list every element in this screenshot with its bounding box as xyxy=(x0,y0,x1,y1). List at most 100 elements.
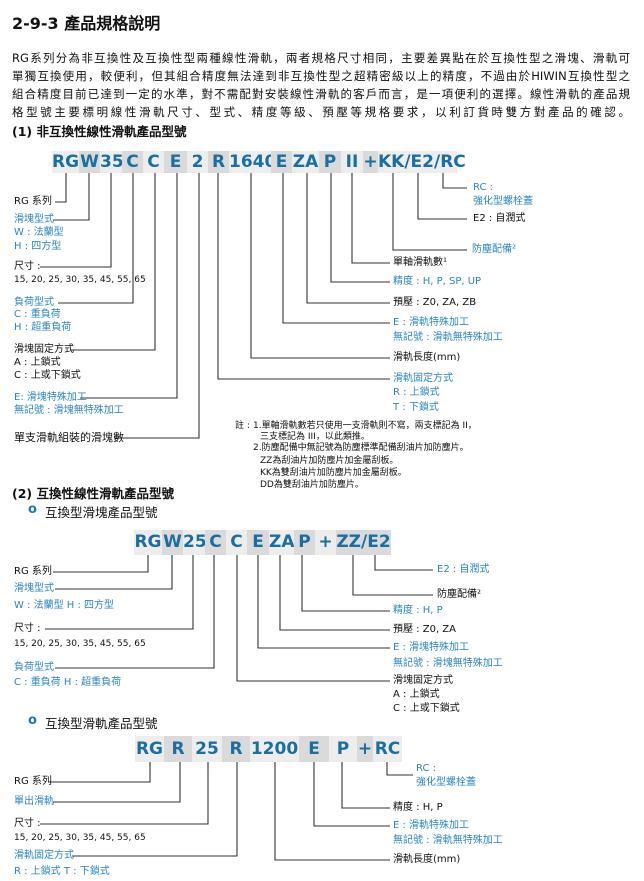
code-accuracy: P xyxy=(294,530,315,555)
label-accuracy: 精度 : H, P xyxy=(393,802,443,813)
label-mount-c: C : 上或下鎖式 xyxy=(14,370,81,381)
block-subheading: 互換型滑塊產品型號 xyxy=(45,505,158,520)
page-title: 2-9-3 產品規格說明 xyxy=(12,14,161,33)
label-rail-mount-rt: R : 上鎖式 T : 下鎖式 xyxy=(14,866,110,877)
label-block-type: 滑塊型式 xyxy=(14,583,54,594)
code-load: C xyxy=(205,530,226,555)
label-rail-special: E : 滑軌特殊加工 xyxy=(393,820,470,831)
note-2-dd: DD為雙刮油片加防塵片。 xyxy=(260,480,364,490)
label-load-c: C : 重負荷 xyxy=(14,309,61,320)
code-options: KK/E2/RC xyxy=(378,151,466,173)
code-single-rail: R xyxy=(164,736,192,762)
label-rail-mount-r: R : 上鎖式 xyxy=(393,387,440,398)
label-load-ch: C : 重負荷 H : 超重負荷 xyxy=(14,677,122,688)
code-block-type: W xyxy=(162,530,183,555)
label-block-mount: 滑塊固定方式 xyxy=(14,344,74,355)
code-plus: + xyxy=(363,151,378,173)
code-size: 25 xyxy=(192,736,222,762)
code-plus: + xyxy=(357,736,373,762)
label-rail-special-none: 無記號 : 滑軌無特殊加工 xyxy=(393,332,503,343)
label-block-special-none: 無記號 : 滑塊無特殊加工 xyxy=(393,658,503,669)
label-dust: 防塵配備² xyxy=(437,589,482,600)
code-block-special: E xyxy=(247,530,269,555)
label-blocks-per-rail: 單支滑軌組裝的滑塊數 xyxy=(14,431,124,444)
label-preload: 預壓 : Z0, ZA, ZB xyxy=(393,297,477,308)
bullet-icon: o xyxy=(28,713,37,728)
label-block-h: H : 四方型 xyxy=(14,241,62,252)
bullet-icon: o xyxy=(28,502,37,517)
code-rail-length: 1200 xyxy=(250,736,299,762)
label-size: 尺寸 : xyxy=(14,818,41,829)
note-2: 2.防塵配備中無記號為防塵標準配備刮油片加防塵片。 xyxy=(253,443,469,453)
label-rail-special-none: 無記號 : 滑軌無特殊加工 xyxy=(393,835,503,846)
label-load: 負荷型式 xyxy=(14,297,54,308)
notes-label: 註 : xyxy=(235,421,250,431)
code-accuracy: P xyxy=(329,736,357,762)
label-block-type: 滑塊型式 xyxy=(14,214,54,225)
label-accuracy: 精度 : H, P xyxy=(393,605,443,616)
code-options: RC xyxy=(373,736,402,762)
code-size: 35 xyxy=(100,151,124,173)
note-1: 1.單軸滑軌數若只使用一支滑軌則不寫，兩支標記為 II， xyxy=(253,421,477,431)
label-preload: 預壓 : Z0, ZA xyxy=(393,624,456,635)
code-rail-length: 1640 xyxy=(229,151,277,173)
intro-line: 單獨互換使用，較便利，但其組合精度無法達到非互換性型之超精密級以上的精度，不過由… xyxy=(12,69,630,83)
label-rail-mount: 滑軌固定方式 xyxy=(14,850,74,861)
label-block-wh: W : 法蘭型 H : 四方型 xyxy=(14,600,115,611)
code-rail-mount: R xyxy=(222,736,250,762)
code-block-type: W xyxy=(79,151,100,173)
code-preload: ZA xyxy=(269,530,294,555)
intro-line: 格型號主要標明線性滑軌尺寸、型式、精度等級、預壓等規格要求，以利訂貨時雙方對產品… xyxy=(12,105,630,119)
code-rails-count: II xyxy=(341,151,363,173)
code-block-mount: C xyxy=(143,151,164,173)
code-load: C xyxy=(122,151,143,173)
label-accuracy: 精度 : H, P, SP, UP xyxy=(393,276,482,287)
code-preload: ZA xyxy=(292,151,319,173)
label-series: RG 系列 xyxy=(14,196,52,207)
label-size: 尺寸 : xyxy=(14,261,41,272)
code-blocks-count: 2 xyxy=(187,151,208,173)
code-series: RG xyxy=(135,736,164,762)
label-rc-desc: 強化型螺栓蓋 xyxy=(473,196,533,207)
intro-line: 組合精度目前已達到一定的水準，對不需配對安裝線性滑軌的客戶而言，是一項便利的選擇… xyxy=(12,87,630,101)
code-rail-special: E xyxy=(271,151,292,173)
label-sizes: 15, 20, 25, 30, 35, 45, 55, 65 xyxy=(14,833,146,843)
label-e2: E2 : 自潤式 xyxy=(473,213,526,224)
code-block-mount: C xyxy=(226,530,247,555)
code-size: 25 xyxy=(183,530,207,555)
label-mount-a: A : 上鎖式 xyxy=(393,689,440,700)
label-block-special: E: 滑塊特殊加工 xyxy=(14,392,87,403)
label-sizes: 15, 20, 25, 30, 35, 45, 55, 65 xyxy=(14,639,146,649)
label-mount-c: C : 上或下鎖式 xyxy=(393,703,460,714)
label-rail-mount: 滑軌固定方式 xyxy=(393,373,453,384)
label-rc-desc: 強化型螺栓蓋 xyxy=(416,777,476,788)
code-series: RG xyxy=(134,530,162,555)
label-rail-length: 滑軌長度(mm) xyxy=(393,352,461,363)
label-single-rail: 單出滑軌 xyxy=(14,796,54,807)
label-rc: RC : xyxy=(473,182,493,193)
note-1-cont: 三支標記為 III，以此類推。 xyxy=(260,432,370,442)
label-series: RG 系列 xyxy=(14,776,52,787)
note-2-kk: KK為雙刮油片加防塵片加金屬刮板。 xyxy=(260,468,407,478)
code-accuracy: P xyxy=(319,151,341,173)
label-block-special: E : 滑塊特殊加工 xyxy=(393,642,470,653)
section2-heading: (2) 互換性線性滑軌產品型號 xyxy=(12,486,174,501)
label-load: 負荷型式 xyxy=(14,662,54,673)
code-plus: + xyxy=(315,530,336,555)
label-size: 尺寸 : xyxy=(14,623,41,634)
code-block-special: E xyxy=(164,151,187,173)
label-dust: 防塵配備² xyxy=(472,244,517,255)
rail-subheading: 互換型滑軌產品型號 xyxy=(45,716,158,731)
intro-line: RG系列分為非互換性及互換性型兩種線性滑軌，兩者規格尺寸相同，主要差異點在於互換… xyxy=(12,51,630,65)
note-2-zz: ZZ為刮油片加防塵片加金屬刮板。 xyxy=(260,456,399,466)
label-rail-special: E : 滑軌特殊加工 xyxy=(393,317,470,328)
label-block-special-none: 無記號 : 滑塊無特殊加工 xyxy=(14,405,124,416)
label-series: RG 系列 xyxy=(14,566,52,577)
code-rail-mount: R xyxy=(208,151,229,173)
label-load-h: H : 超重負荷 xyxy=(14,322,72,333)
label-e2: E2 : 自潤式 xyxy=(437,564,490,575)
label-block-w: W : 法蘭型 xyxy=(14,227,64,238)
label-rc: RC : xyxy=(416,763,436,774)
label-rails-count: 單軸滑軌數¹ xyxy=(393,257,448,268)
